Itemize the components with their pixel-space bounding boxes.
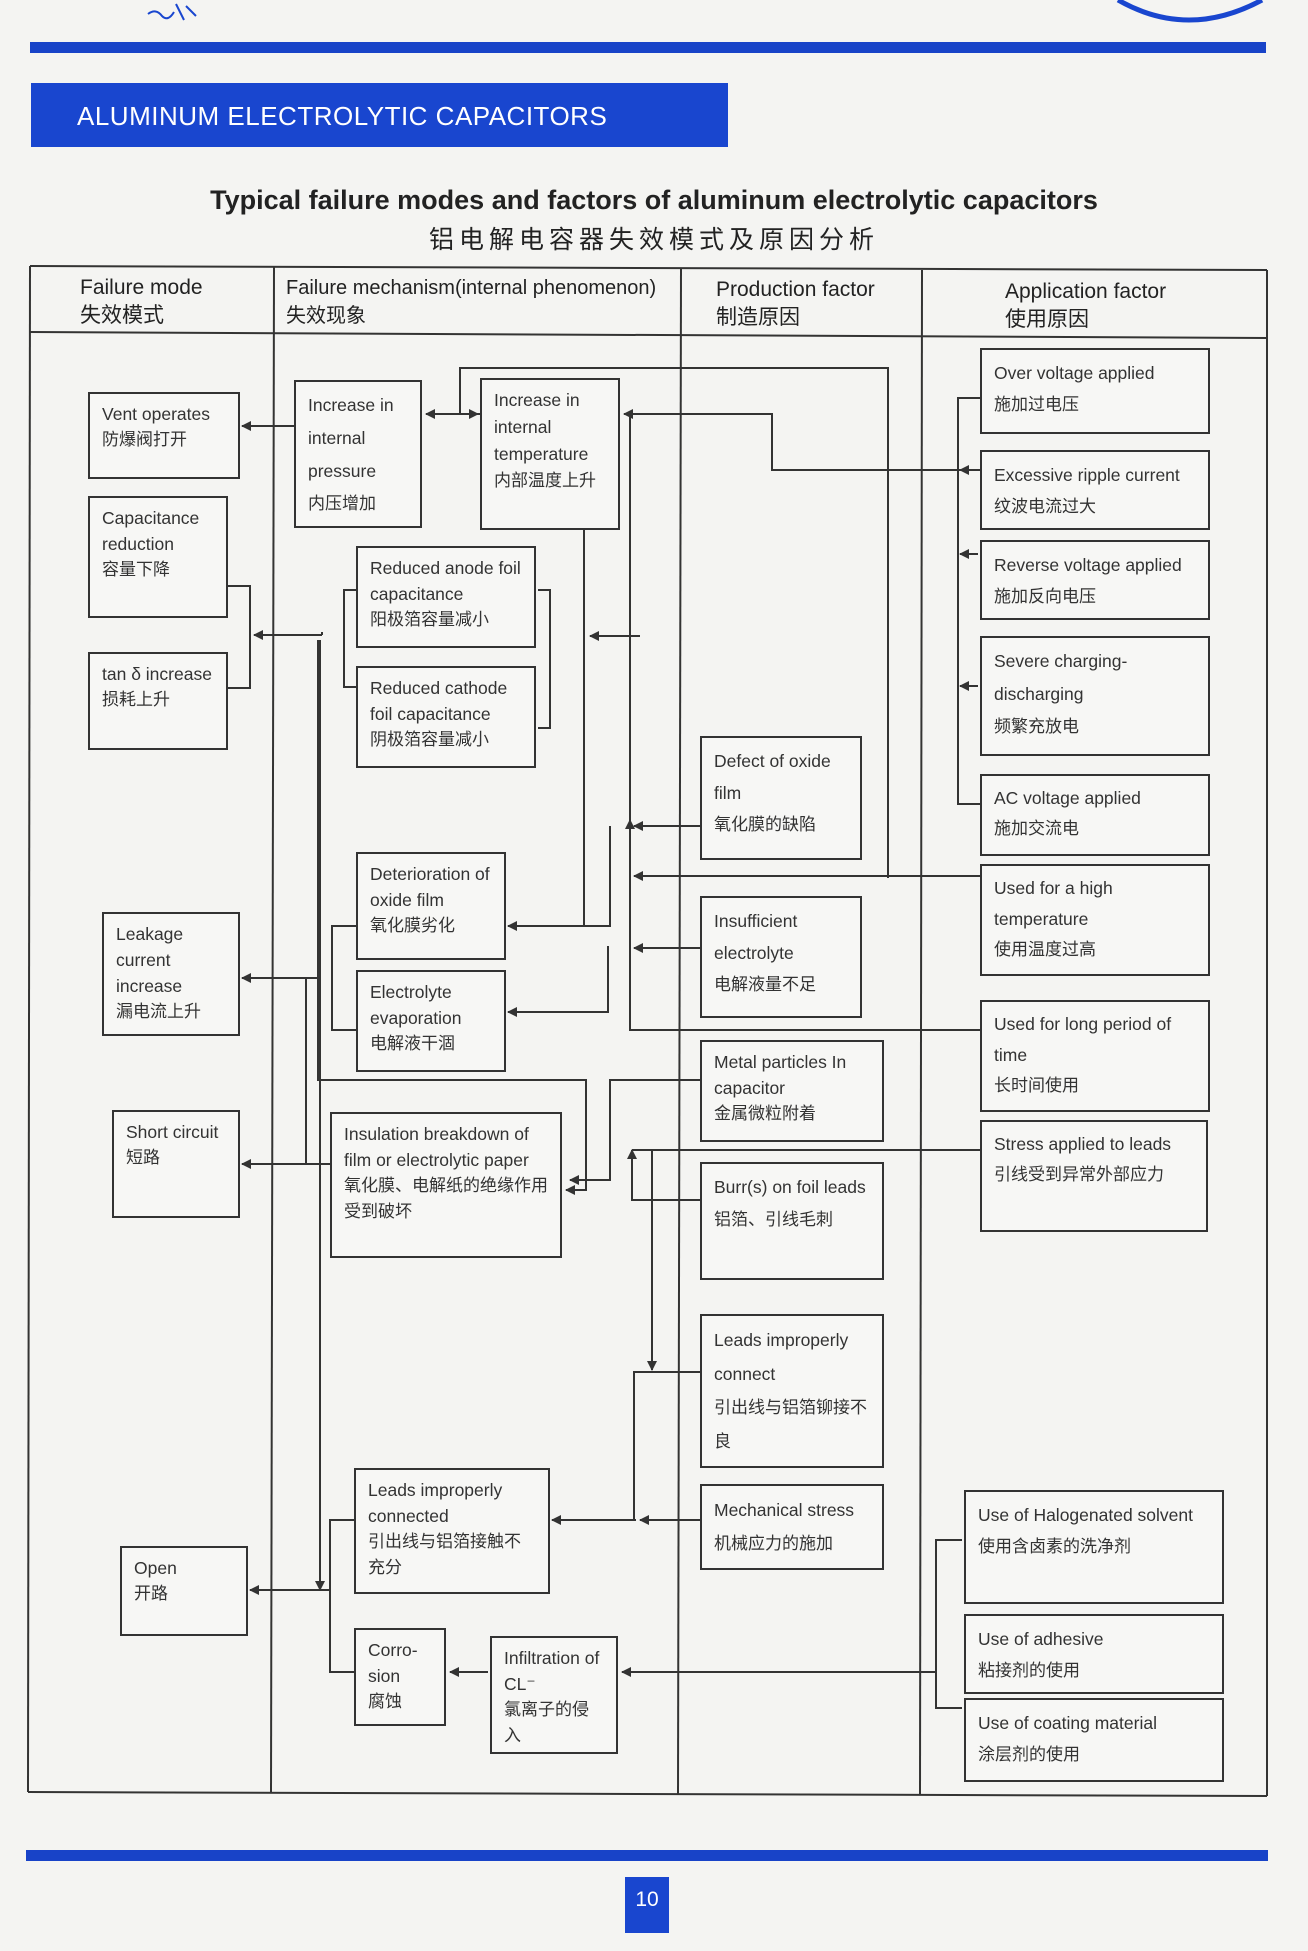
failure-mode-short-circuit: Short circuit 短路 xyxy=(112,1110,240,1218)
page-title: Typical failure modes and factors of alu… xyxy=(210,185,1098,215)
mechanism-electrolyte-evaporation: Electrolyte evaporation 电解液干涸 xyxy=(356,970,506,1072)
logo-ring-icon xyxy=(1116,0,1264,23)
application-stress-applied-to-leads: Stress applied to leads 引线受到异常外部应力 xyxy=(980,1120,1208,1232)
application-adhesive: Use of adhesive 粘接剂的使用 xyxy=(964,1614,1224,1694)
mechanism-leads-improperly-connected: Leads improperly connected 引出线与铝箔接触不充分 xyxy=(354,1468,550,1594)
section-banner: ALUMINUM ELECTROLYTIC CAPACITORS xyxy=(31,83,728,147)
application-coating-material: Use of coating material 涂层剂的使用 xyxy=(964,1698,1224,1782)
mechanism-oxide-film-deterioration: Deterioration of oxide film 氧化膜劣化 xyxy=(356,852,506,960)
failure-mode-vent-operates: Vent operates 防爆阀打开 xyxy=(88,392,240,479)
application-excessive-ripple-current: Excessive ripple current 纹波电流过大 xyxy=(980,450,1210,530)
mechanism-infiltration-cl: Infiltration of CL⁻ 氯离子的侵入 xyxy=(490,1636,618,1754)
mechanism-reduced-anode-foil: Reduced anode foil capacitance 阳极箔容量减小 xyxy=(356,546,536,648)
mechanism-corrosion: Corro-sion 腐蚀 xyxy=(354,1628,446,1726)
production-mechanical-stress: Mechanical stress 机械应力的施加 xyxy=(700,1484,884,1570)
failure-mode-leakage-current-increase: Leakage current increase 漏电流上升 xyxy=(102,912,240,1036)
logo-fragment-icon xyxy=(147,3,197,21)
application-reverse-voltage: Reverse voltage applied 施加反向电压 xyxy=(980,540,1210,620)
column-header-application-factor: Application factor 使用原因 xyxy=(1005,280,1167,331)
application-long-period: Used for long period of time 长时间使用 xyxy=(980,1000,1210,1112)
bottom-rule xyxy=(26,1850,1268,1861)
page-subtitle: 铝电解电容器失效模式及原因分析 xyxy=(428,225,879,254)
production-defect-oxide-film: Defect of oxide film 氧化膜的缺陷 xyxy=(700,736,862,860)
application-halogenated-solvent: Use of Halogenated solvent 使用含卤素的洗净剂 xyxy=(964,1490,1224,1604)
mechanism-reduced-cathode-foil: Reduced cathode foil capacitance 阴极箔容量减小 xyxy=(356,666,536,768)
application-ac-voltage: AC voltage applied 施加交流电 xyxy=(980,774,1210,856)
application-high-temperature: Used for a high temperature 使用温度过高 xyxy=(980,864,1210,976)
mechanism-internal-pressure: Increase in internal pressure 内压增加 xyxy=(294,380,422,528)
banner-title: ALUMINUM ELECTROLYTIC CAPACITORS xyxy=(77,101,608,131)
top-rule xyxy=(30,42,1266,53)
column-header-failure-mode: Failure mode 失效模式 xyxy=(80,276,203,327)
application-over-voltage: Over voltage applied 施加过电压 xyxy=(980,348,1210,434)
application-severe-charging-discharging: Severe charging-discharging 频繁充放电 xyxy=(980,636,1210,756)
failure-mode-open: Open 开路 xyxy=(120,1546,248,1636)
page-number: 10 xyxy=(625,1877,669,1933)
mechanism-internal-temperature: Increase in internal temperature 内部温度上升 xyxy=(480,378,620,530)
production-leads-improperly-connect: Leads improperly connect 引出线与铝箔铆接不良 xyxy=(700,1314,884,1468)
production-burrs-on-foil-leads: Burr(s) on foil leads 铝箔、引线毛刺 xyxy=(700,1162,884,1280)
failure-mode-tan-delta-increase: tan δ increase 损耗上升 xyxy=(88,652,228,750)
failure-mode-capacitance-reduction: Capacitance reduction 容量下降 xyxy=(88,496,228,618)
production-insufficient-electrolyte: Insufficient electrolyte 电解液量不足 xyxy=(700,896,862,1018)
column-header-failure-mechanism: Failure mechanism(internal phenomenon) 失… xyxy=(286,277,657,327)
column-header-production-factor: Production factor 制造原因 xyxy=(716,278,875,329)
production-metal-particles: Metal particles In capacitor 金属微粒附着 xyxy=(700,1040,884,1142)
mechanism-insulation-breakdown: Insulation breakdown of film or electrol… xyxy=(330,1112,562,1258)
